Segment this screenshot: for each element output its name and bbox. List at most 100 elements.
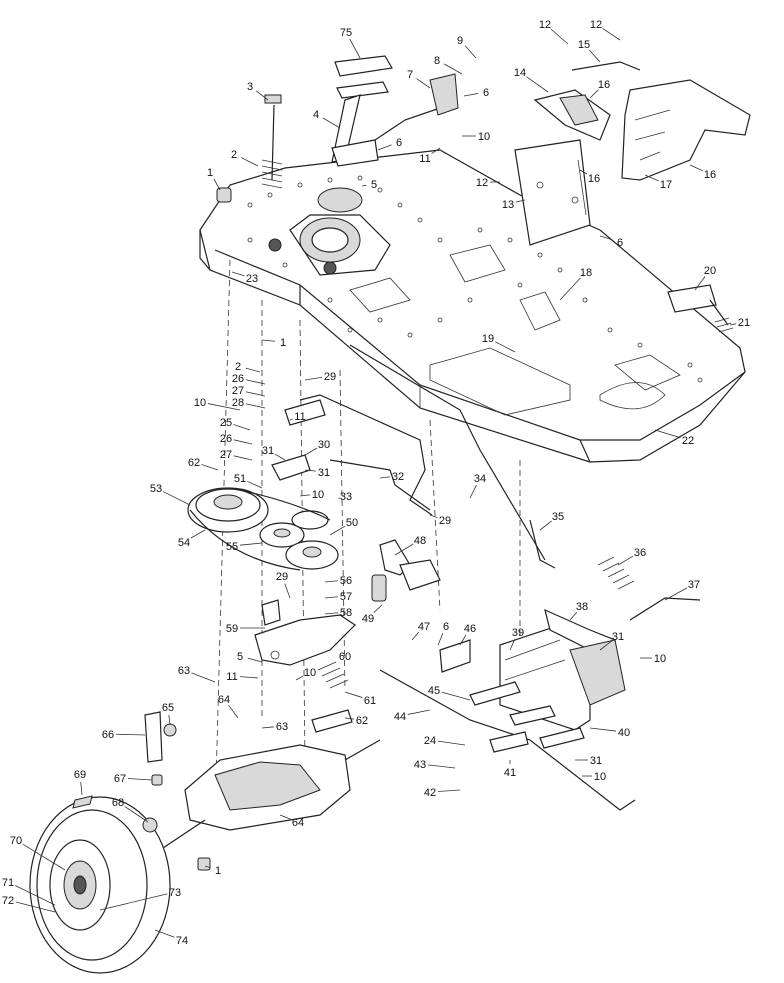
leader-line-38 <box>569 611 578 621</box>
part-number-27: 27 <box>220 449 232 461</box>
part-number-1: 1 <box>207 167 213 179</box>
part-number-15: 15 <box>578 39 590 51</box>
part-number-16: 16 <box>704 169 716 181</box>
leader-line-72 <box>15 901 56 913</box>
part-number-70: 70 <box>10 835 22 847</box>
leader-line-43 <box>427 764 456 769</box>
part-number-29: 29 <box>276 571 288 583</box>
part-number-63: 63 <box>178 665 190 677</box>
part-number-12: 12 <box>476 177 488 189</box>
part-number-73: 73 <box>169 887 181 899</box>
part-number-41: 41 <box>504 767 516 779</box>
part-number-19: 19 <box>482 333 494 345</box>
part-number-47: 47 <box>418 621 430 633</box>
leader-line-50 <box>329 525 346 536</box>
part-number-16: 16 <box>588 173 600 185</box>
leader-line-17 <box>644 174 659 182</box>
engine-pulley <box>187 487 269 533</box>
part-number-30: 30 <box>318 439 330 451</box>
part-number-44: 44 <box>394 711 406 723</box>
leader-line-54 <box>190 529 206 539</box>
part-number-12: 12 <box>539 19 551 31</box>
part-number-11: 11 <box>419 153 430 165</box>
part-number-23: 23 <box>246 273 258 285</box>
part-number-11: 11 <box>226 671 237 683</box>
part-number-5: 5 <box>237 651 243 663</box>
part-number-40: 40 <box>618 727 630 739</box>
part-number-60: 60 <box>339 651 351 663</box>
part-number-42: 42 <box>424 787 436 799</box>
leader-line-11 <box>239 676 259 679</box>
part-number-51: 51 <box>234 473 246 485</box>
leader-line-35 <box>539 520 552 531</box>
leader-line-75 <box>349 38 361 59</box>
leader-line-7 <box>416 78 431 89</box>
seat-bracket-plate <box>514 139 591 246</box>
part-number-74: 74 <box>176 935 188 947</box>
seat-spring-rod <box>571 61 641 71</box>
part-number-28: 28 <box>232 397 244 409</box>
part-number-36: 36 <box>634 547 646 559</box>
leader-line-1 <box>261 339 276 342</box>
leader-line-24 <box>437 740 466 746</box>
part-number-10: 10 <box>194 397 206 409</box>
leader-line-34 <box>469 484 477 499</box>
leader-line-31 <box>274 453 286 461</box>
leader-line-73 <box>99 893 168 911</box>
leader-line-68 <box>124 806 149 823</box>
leader-line-6 <box>599 235 613 241</box>
leader-line-31 <box>599 640 612 651</box>
part-number-33: 33 <box>340 491 352 503</box>
brake-pedal-assembly <box>331 55 459 167</box>
leader-line-15 <box>589 49 601 63</box>
part-number-25: 25 <box>220 417 232 429</box>
leader-line-10 <box>207 403 241 411</box>
part-number-1: 1 <box>215 865 221 877</box>
upper-left-bolt <box>216 187 232 203</box>
leader-line-48 <box>394 543 414 556</box>
leader-line-27 <box>233 455 253 461</box>
leader-line-4 <box>322 117 341 129</box>
part-number-26: 26 <box>232 373 244 385</box>
part-number-16: 16 <box>598 79 610 91</box>
part-number-71: 71 <box>2 877 14 889</box>
leader-line-56 <box>324 580 339 583</box>
leader-line-51 <box>247 480 263 489</box>
leader-line-44 <box>407 709 431 715</box>
leader-line-26 <box>245 379 266 385</box>
clutch-brake-arm <box>254 599 356 666</box>
part-number-6: 6 <box>483 87 489 99</box>
leader-line-61 <box>344 691 363 698</box>
part-number-20: 20 <box>704 265 716 277</box>
part-number-49: 49 <box>362 613 374 625</box>
leader-line-5 <box>247 657 263 663</box>
part-number-6: 6 <box>443 621 449 633</box>
leader-line-20 <box>694 276 706 291</box>
leader-line-25 <box>233 424 251 431</box>
leader-line-71 <box>15 885 56 906</box>
leader-line-3 <box>256 90 269 101</box>
transaxle <box>159 739 381 871</box>
leader-line-11 <box>289 418 293 421</box>
part-number-54: 54 <box>178 537 190 549</box>
part-number-62: 62 <box>356 715 368 727</box>
leader-line-62 <box>344 717 355 720</box>
transaxle-bracket <box>144 711 177 786</box>
part-number-69: 69 <box>74 769 86 781</box>
leader-line-1 <box>213 178 221 191</box>
part-number-24: 24 <box>424 735 436 747</box>
seat-hinge-bracket <box>533 89 611 141</box>
part-number-46: 46 <box>464 623 476 635</box>
part-number-13: 13 <box>502 199 514 211</box>
leader-line-12 <box>550 28 569 45</box>
leader-line-62 <box>201 464 219 471</box>
leader-line-57 <box>324 596 339 599</box>
leader-line-22 <box>654 429 681 439</box>
leader-lines <box>15 28 737 938</box>
part-number-67: 67 <box>114 773 126 785</box>
part-number-62: 62 <box>188 457 200 469</box>
leader-line-26 <box>233 439 253 445</box>
leader-line-23 <box>231 271 245 277</box>
